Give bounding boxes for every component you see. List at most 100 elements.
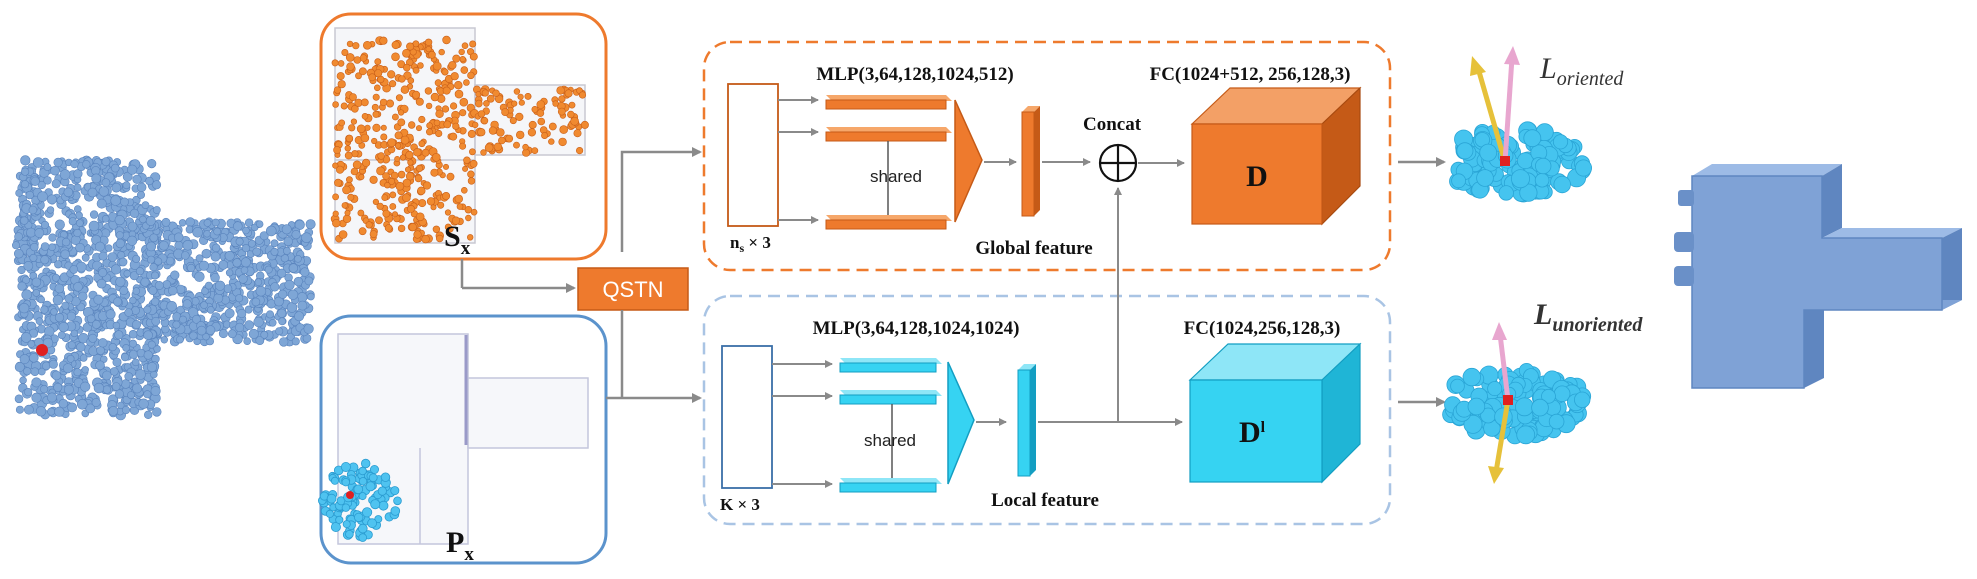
point [30, 242, 39, 252]
point [111, 382, 121, 391]
point [370, 499, 381, 510]
point [408, 223, 417, 232]
point [1575, 159, 1593, 177]
point [37, 191, 48, 202]
point [143, 330, 153, 341]
point [23, 260, 34, 271]
point [358, 533, 368, 542]
point [280, 254, 289, 263]
point [115, 276, 126, 287]
qstn-module: QSTN [460, 259, 689, 311]
point [349, 93, 357, 101]
point [377, 152, 385, 160]
local-decoder-cube [1188, 342, 1362, 484]
point [575, 147, 584, 155]
point [380, 124, 387, 131]
point [210, 273, 220, 283]
point [52, 273, 60, 282]
point [29, 253, 38, 262]
point [469, 159, 478, 168]
point [375, 216, 383, 225]
point [120, 379, 131, 389]
point [26, 227, 36, 238]
point [558, 137, 567, 147]
qstn-label: QSTN [602, 277, 663, 302]
point [132, 383, 143, 394]
point [335, 515, 344, 525]
point [294, 254, 302, 263]
global-input-box [727, 83, 779, 227]
point [369, 230, 378, 238]
point [191, 297, 200, 306]
point [95, 360, 105, 371]
point [407, 77, 415, 84]
point [54, 406, 65, 417]
point [145, 176, 154, 186]
point [573, 129, 582, 138]
point [53, 382, 63, 392]
point [150, 385, 161, 396]
point [277, 308, 287, 318]
point [17, 265, 26, 275]
point [253, 316, 264, 328]
point [486, 94, 495, 103]
point [1476, 169, 1494, 187]
point [52, 294, 64, 306]
point [480, 149, 487, 156]
point [1479, 143, 1498, 162]
point [398, 75, 406, 83]
point [417, 62, 424, 69]
input-point-cloud-points [12, 155, 316, 421]
oriented-query-point [1500, 156, 1510, 166]
point [201, 287, 209, 295]
point [432, 225, 441, 234]
point [405, 150, 414, 160]
point [50, 308, 58, 316]
point [442, 192, 451, 201]
point [442, 163, 449, 170]
point [195, 254, 204, 263]
point [372, 198, 380, 205]
point [454, 80, 463, 90]
point [101, 178, 111, 187]
point [357, 523, 368, 534]
point [42, 361, 51, 371]
point [277, 268, 287, 278]
px-query-point [346, 491, 354, 499]
point [384, 182, 391, 189]
point [265, 225, 277, 237]
point [152, 407, 162, 417]
point [400, 135, 410, 145]
point [340, 461, 351, 472]
point [452, 54, 461, 63]
point [548, 138, 555, 145]
point [112, 357, 122, 367]
point [117, 401, 125, 410]
point [81, 366, 89, 374]
point [121, 405, 131, 415]
point [54, 313, 65, 323]
global-feature-bar [1021, 106, 1040, 217]
point [518, 99, 525, 106]
local-shared-label: shared [864, 431, 916, 450]
point [58, 322, 69, 333]
ground-truth-normal-arrow-2 [1497, 333, 1511, 401]
point [107, 252, 118, 262]
point [425, 128, 433, 136]
point [75, 242, 85, 253]
point [122, 344, 130, 352]
ground-truth-normal-arrow [1502, 57, 1515, 163]
point [307, 292, 315, 301]
local-branch: MLP(3,64,128,1024,1024) K × 3 shared Loc… [720, 187, 1362, 514]
px-ghost-shape [337, 333, 589, 545]
point [21, 289, 33, 301]
point [207, 306, 215, 314]
point [493, 142, 503, 152]
point [244, 320, 254, 330]
point [105, 244, 113, 252]
point [259, 231, 269, 241]
point [335, 165, 344, 174]
point [330, 476, 339, 485]
point [200, 301, 208, 309]
point [470, 208, 478, 216]
